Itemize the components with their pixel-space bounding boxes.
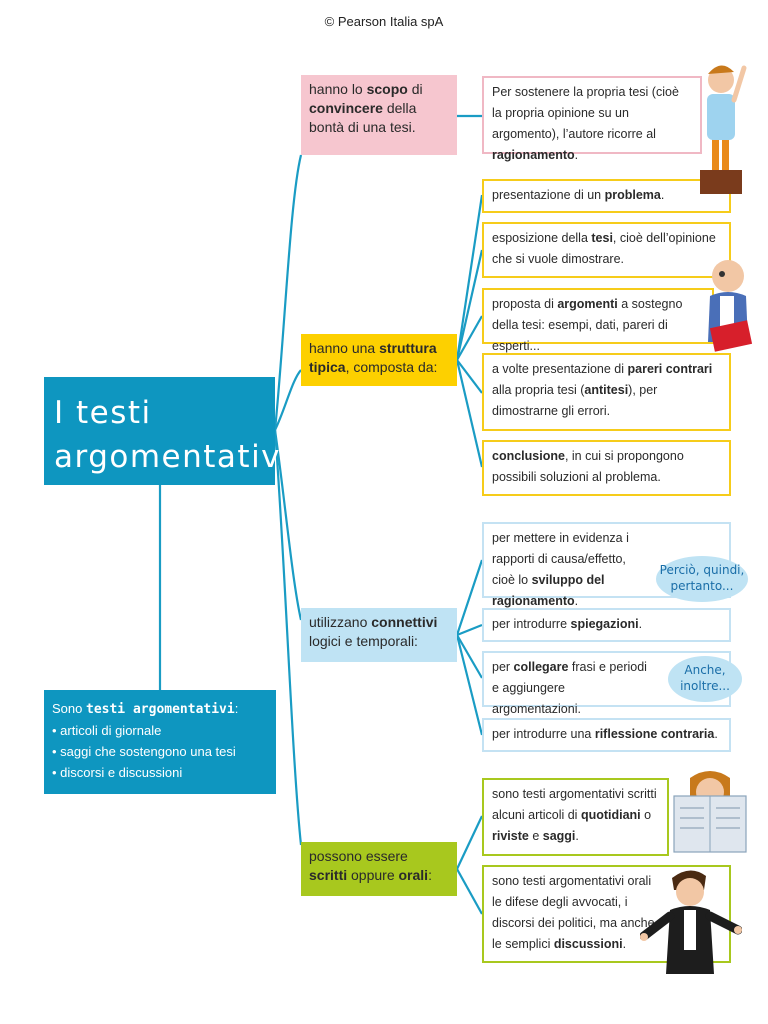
definition-item: • discorsi e discussioni — [52, 765, 183, 780]
branch-struttura: hanno una struttura tipica, composta da: — [301, 334, 457, 386]
leaf-scopo: Per sostenere la propria tesi (cioè la p… — [482, 76, 702, 162]
man-with-book-illustration — [708, 260, 753, 352]
title-line-1: I testi — [54, 395, 152, 431]
definition-item: • saggi che sostengono una tesi — [52, 744, 236, 759]
definition-heading: Sono testi argomentativi: — [52, 701, 239, 717]
copyright-notice: © Pearson Italia spA — [324, 14, 444, 29]
leaf-struttura-problema: presentazione di un problema. — [482, 179, 731, 213]
main-title: I testi argomentativi — [44, 377, 292, 485]
leaf-connettivi-contraria: per introdurre una riflessione contraria… — [482, 718, 731, 752]
leaf-struttura-argomenti: proposta di argomenti a sostegno della t… — [482, 288, 714, 353]
branch-scopo: hanno lo scopo di convincere della bontà… — [301, 75, 457, 155]
lawyer-illustration — [640, 870, 742, 974]
leaf-struttura-conclusione: conclusione, in cui si propongono possib… — [482, 440, 731, 496]
leaf-struttura-tesi: esposizione della tesi, cioè dell’opinio… — [482, 222, 731, 278]
definition-item: • articoli di giornale — [52, 723, 162, 738]
speech-bubble-aggiunta: Anche, inoltre... — [668, 656, 742, 702]
branch-scritti-orali: possono essere scritti oppure orali: — [301, 842, 457, 896]
leaf-connettivi-spiegazioni: per introdurre spiegazioni. — [482, 608, 731, 642]
leaf-scritti: sono testi argomentativi scritti alcuni … — [482, 778, 669, 856]
speech-bubble-causa: Perciò, quindi, pertanto... — [656, 556, 748, 602]
branch-connettivi: utilizzano connettivi logici e temporali… — [301, 608, 457, 662]
title-line-2: argomentativi — [54, 439, 292, 475]
boy-reading-newspaper-illustration — [673, 771, 747, 853]
boy-on-box-illustration — [700, 65, 747, 194]
definition-box: Sono testi argomentativi: • articoli di … — [44, 690, 276, 794]
leaf-struttura-antitesi: a volte presentazione di pareri contrari… — [482, 353, 731, 431]
